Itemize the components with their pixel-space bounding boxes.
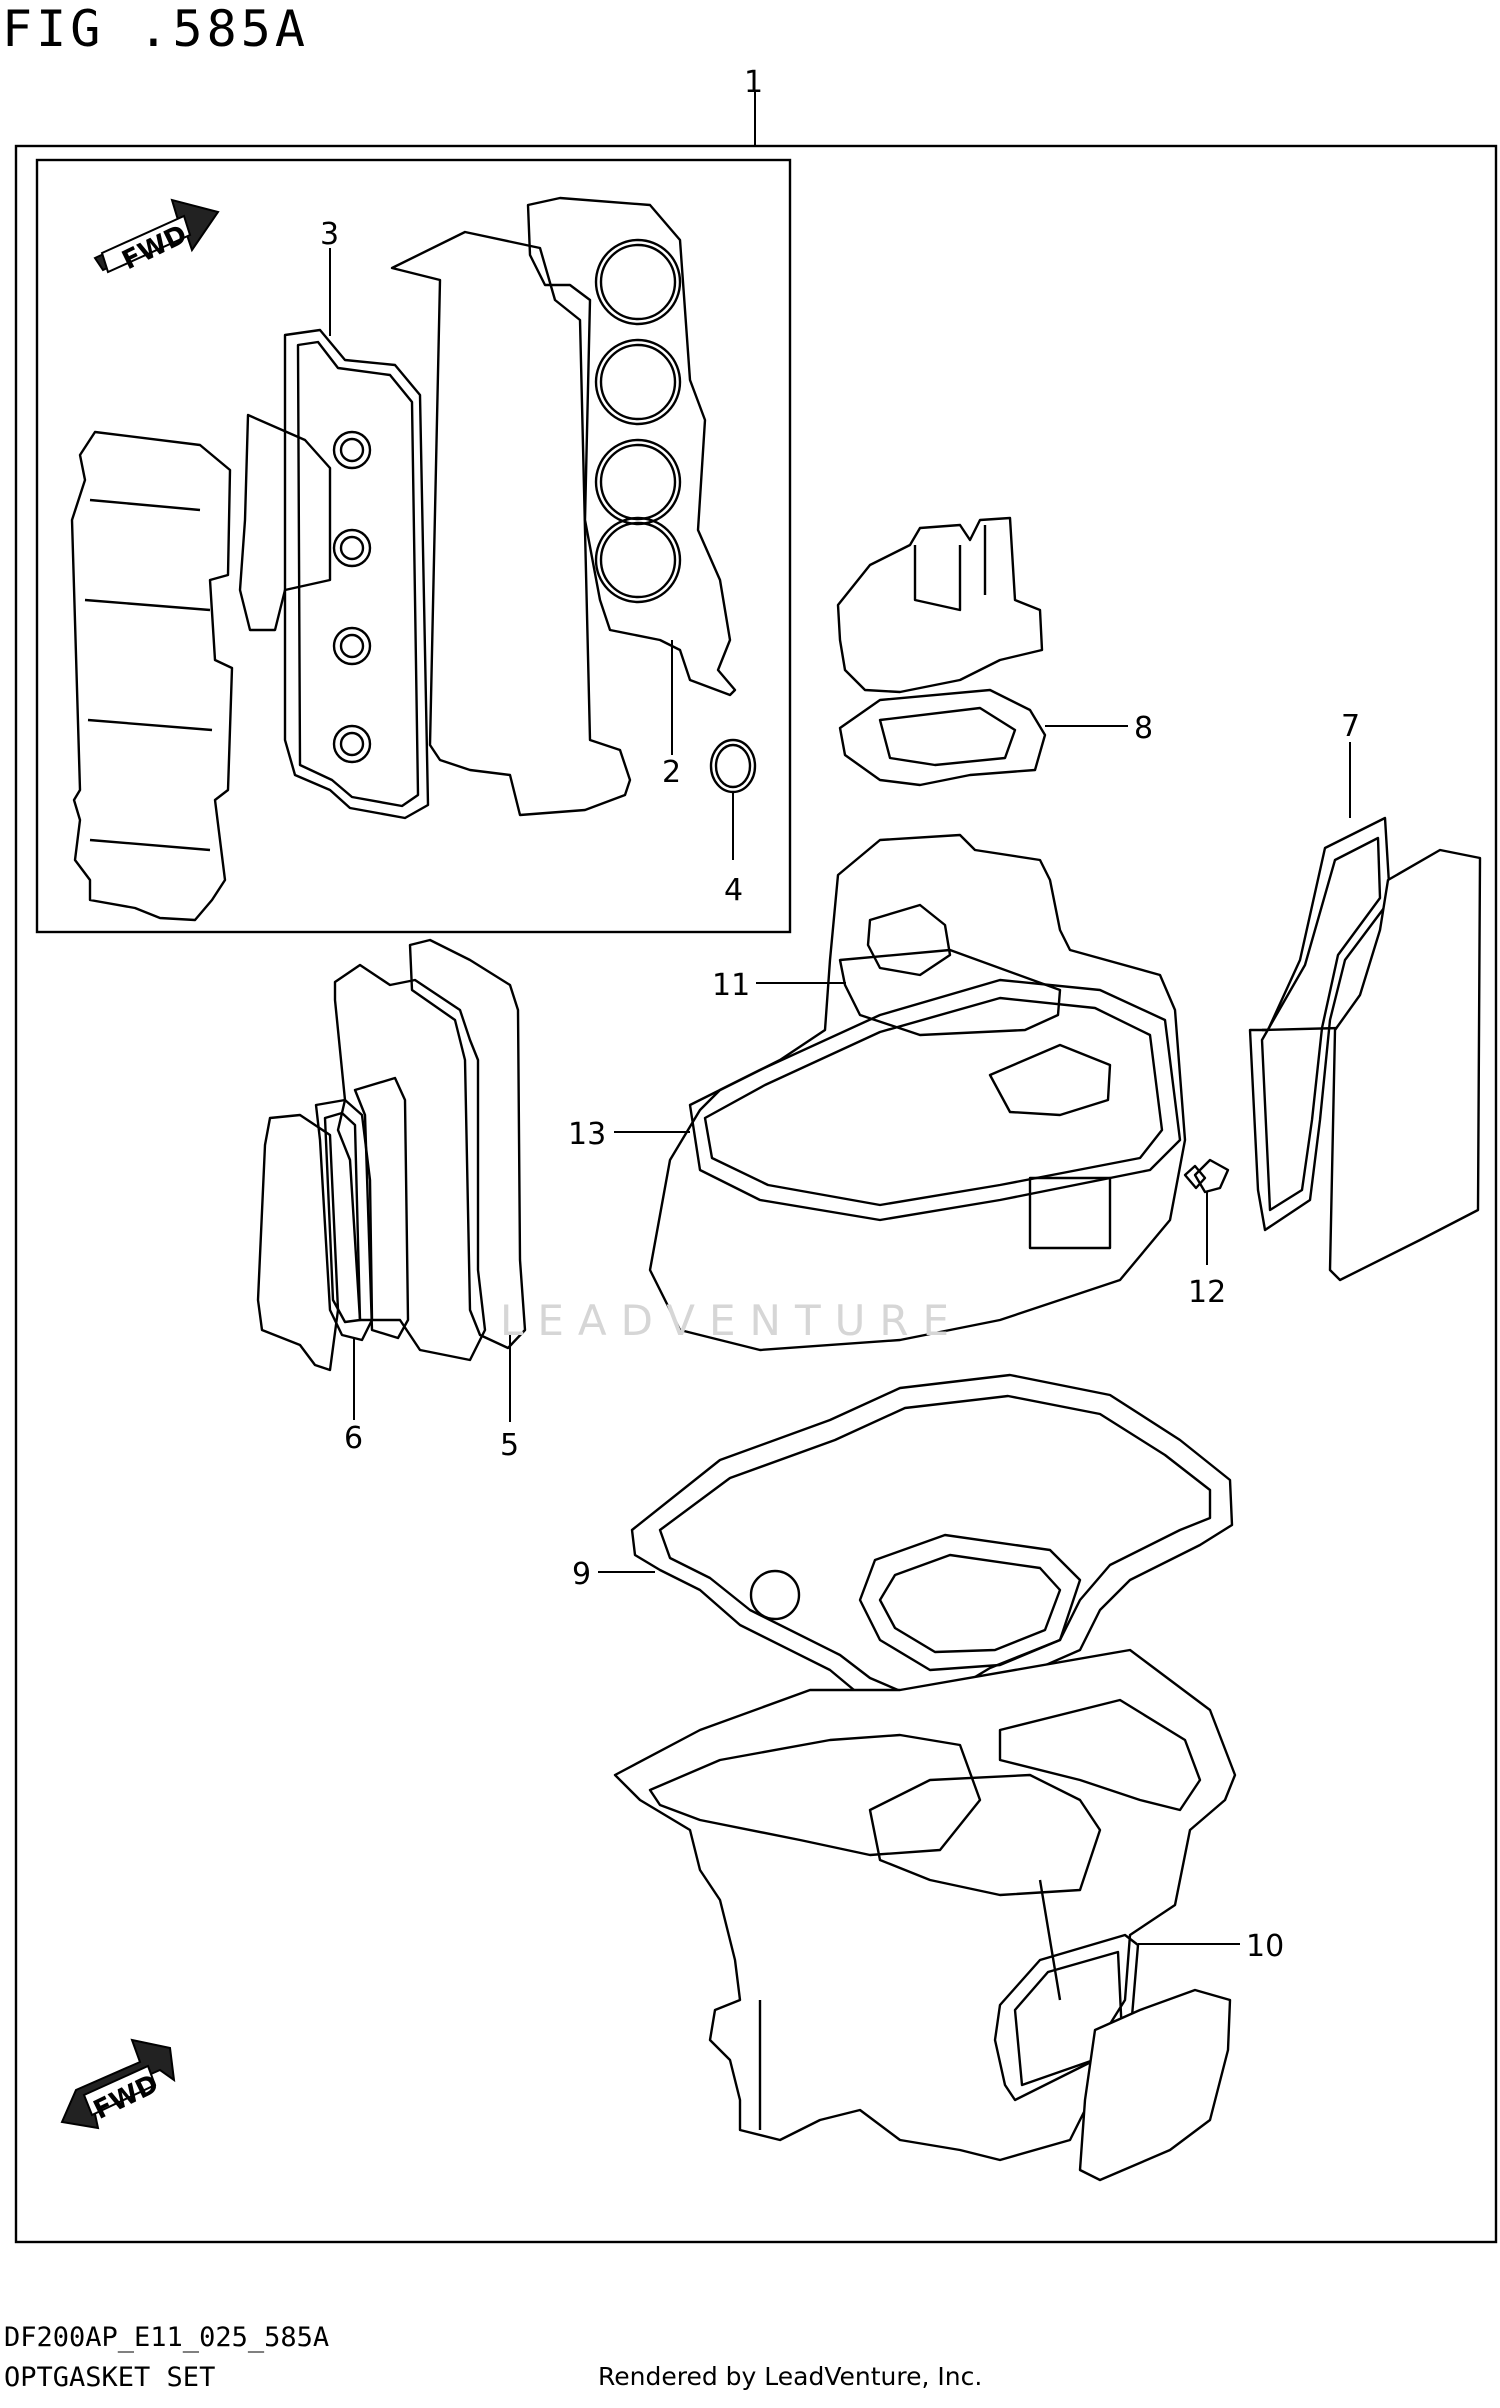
callout-5: 5 (500, 1428, 519, 1463)
cylinder-block-left-part (70, 430, 234, 922)
callout-9: 9 (572, 1557, 591, 1592)
cylinder-bores (594, 238, 682, 604)
callout-11: 11 (712, 968, 750, 1003)
callout-1: 1 (744, 65, 763, 100)
figure-title: FIG .585A (2, 0, 309, 58)
oil-pan-side-cover-part (1078, 1988, 1232, 2182)
oil-pan-part (613, 1648, 1237, 2162)
cylinder-head-gasket-part (526, 196, 737, 697)
callout-6: 6 (344, 1421, 363, 1456)
render-credit: Rendered by LeadVenture, Inc. (598, 2362, 983, 2391)
exhaust-cover-gasket-part (408, 938, 527, 1350)
callout-2: 2 (662, 755, 681, 790)
thermostat-gasket-part (838, 688, 1047, 787)
diagram-code: DF200AP_E11_025_585A (4, 2322, 330, 2353)
callout-12: 12 (1188, 1275, 1226, 1310)
cam-cover-gasket-part (838, 948, 1062, 1037)
oil-pan-gasket-part (630, 1373, 1234, 1717)
fwd-arrow-bottom-icon: FWD (60, 2038, 176, 2130)
exhaust-cover-part (333, 963, 487, 1362)
cylinder-head-part (390, 230, 632, 817)
fwd-label-top: FWD (118, 219, 192, 276)
watermark-text: LEADVENTURE (500, 1296, 963, 1345)
callout-3: 3 (320, 217, 339, 252)
timing-cover-gasket-part (688, 978, 1182, 1222)
callout-4: 4 (724, 873, 743, 908)
water-jacket-gasket-part (314, 1098, 374, 1342)
callout-8: 8 (1134, 711, 1153, 746)
kit-inner-frame (35, 158, 792, 934)
timing-cover-part (648, 833, 1187, 1352)
spark-plug-seals (332, 430, 372, 764)
small-gasket-part (1193, 1158, 1230, 1194)
callout-10: 10 (1246, 1929, 1284, 1964)
head-cover-gasket-part (283, 328, 430, 820)
side-cover-part (1328, 848, 1482, 1282)
water-jacket-cover-part (256, 1113, 340, 1372)
assembly-name: OPTGASKET SET (4, 2362, 216, 2393)
callout-13: 13 (568, 1117, 606, 1152)
o-ring-part (709, 738, 757, 794)
fwd-arrow-top-icon: FWD (93, 198, 220, 276)
callout-7: 7 (1341, 709, 1360, 744)
